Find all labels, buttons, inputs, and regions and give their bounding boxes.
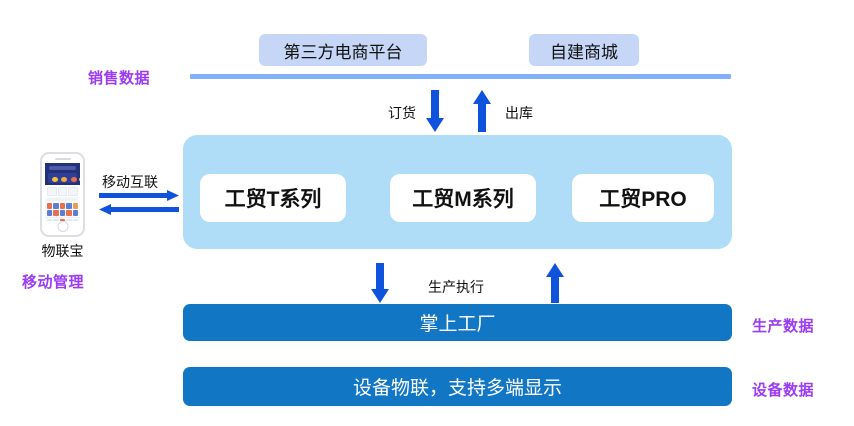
phone-app-icon <box>59 203 66 209</box>
phone-app-icon <box>47 210 53 216</box>
channel-pill-self-built[interactable]: 自建商城 <box>529 34 639 66</box>
side-label-production-data: 生产数据 <box>752 315 814 336</box>
product-card-pro[interactable]: 工贸PRO <box>572 174 714 222</box>
device-caption-text: 物联宝 <box>41 243 84 259</box>
side-label-mobile-management-text: 移动管理 <box>22 274 85 291</box>
arrow-up-icon <box>546 263 564 303</box>
phone-app-icon <box>72 203 78 209</box>
sales-channel-rule <box>190 74 731 79</box>
phone-app-icon <box>47 203 53 209</box>
phone-tab <box>53 219 59 221</box>
product-card-m-series-label: 工贸M系列 <box>412 188 514 211</box>
phone-app-icon <box>53 203 59 209</box>
double-arrow-icon <box>99 190 179 215</box>
side-label-production-data-text: 生产数据 <box>752 318 815 335</box>
phone-section-divider <box>47 198 78 201</box>
side-label-mobile-management: 移动管理 <box>22 271 84 292</box>
phone-banner-graphic <box>71 177 77 182</box>
flow-label-production-exec-text: 生产执行 <box>428 279 484 295</box>
phone-banner-graphic <box>79 177 80 182</box>
phone-search-bar <box>49 166 76 170</box>
phone-tab-active <box>59 219 66 221</box>
phone-app-icon <box>66 203 72 209</box>
phone-app-icon <box>72 210 78 216</box>
channel-pill-third-party[interactable]: 第三方电商平台 <box>259 34 427 66</box>
side-label-sales-data: 销售数据 <box>88 67 150 88</box>
phone-tab <box>72 219 79 221</box>
flow-label-outbound: 出库 <box>505 103 533 123</box>
smartphone-device[interactable] <box>40 152 85 237</box>
phone-tab <box>47 219 53 221</box>
phone-app-header <box>45 163 80 185</box>
flow-label-mobile-internet: 移动互联 <box>102 172 158 192</box>
bar-smart-factory-label: 掌上工厂 <box>419 314 496 335</box>
arrow-up-icon <box>473 90 491 132</box>
side-label-equipment-data: 设备数据 <box>752 379 814 400</box>
phone-speaker-notch <box>54 158 71 160</box>
phone-icon-grid <box>45 202 80 217</box>
flow-label-production-exec: 生产执行 <box>428 277 484 297</box>
phone-home-button <box>57 221 68 232</box>
phone-stat-card <box>57 187 68 196</box>
phone-stat-cards <box>45 185 80 197</box>
phone-stat-card <box>68 187 79 196</box>
flow-label-order-text: 订货 <box>388 105 416 121</box>
phone-app-icon <box>59 210 66 216</box>
phone-app-icon <box>53 210 59 216</box>
flow-label-order: 订货 <box>388 103 416 123</box>
arrow-down-icon <box>426 90 444 132</box>
phone-banner-graphic <box>52 177 58 182</box>
phone-banner-graphic <box>61 177 67 182</box>
phone-screen <box>45 163 80 221</box>
flow-label-mobile-internet-text: 移动互联 <box>102 174 158 190</box>
outbound-arrow-up <box>473 90 491 137</box>
product-card-t-series-label: 工贸T系列 <box>224 188 322 211</box>
production-arrow-down <box>371 263 389 308</box>
bar-smart-factory[interactable]: 掌上工厂 <box>183 304 732 341</box>
bar-device-iot-label: 设备物联，支持多端显示 <box>352 378 562 399</box>
side-label-sales-data-text: 销售数据 <box>88 70 151 87</box>
production-arrow-up <box>546 263 564 308</box>
product-card-t-series[interactable]: 工贸T系列 <box>200 174 346 222</box>
mobile-internet-arrows <box>99 190 179 223</box>
channel-pill-third-party-label: 第三方电商平台 <box>283 42 403 62</box>
arrow-down-icon <box>371 263 389 303</box>
device-caption: 物联宝 <box>20 241 105 261</box>
channel-pill-self-built-label: 自建商城 <box>550 42 618 62</box>
phone-app-icon <box>66 210 72 216</box>
phone-banner <box>48 173 80 183</box>
product-card-pro-label: 工贸PRO <box>599 188 687 211</box>
phone-tab <box>66 219 72 221</box>
flow-label-outbound-text: 出库 <box>505 105 533 121</box>
order-arrow-down <box>426 90 444 137</box>
bar-device-iot[interactable]: 设备物联，支持多端显示 <box>183 367 732 406</box>
phone-stat-card <box>47 187 57 196</box>
product-card-m-series[interactable]: 工贸M系列 <box>390 174 536 222</box>
side-label-equipment-data-text: 设备数据 <box>752 382 815 399</box>
phone-tab-bar <box>45 217 80 221</box>
